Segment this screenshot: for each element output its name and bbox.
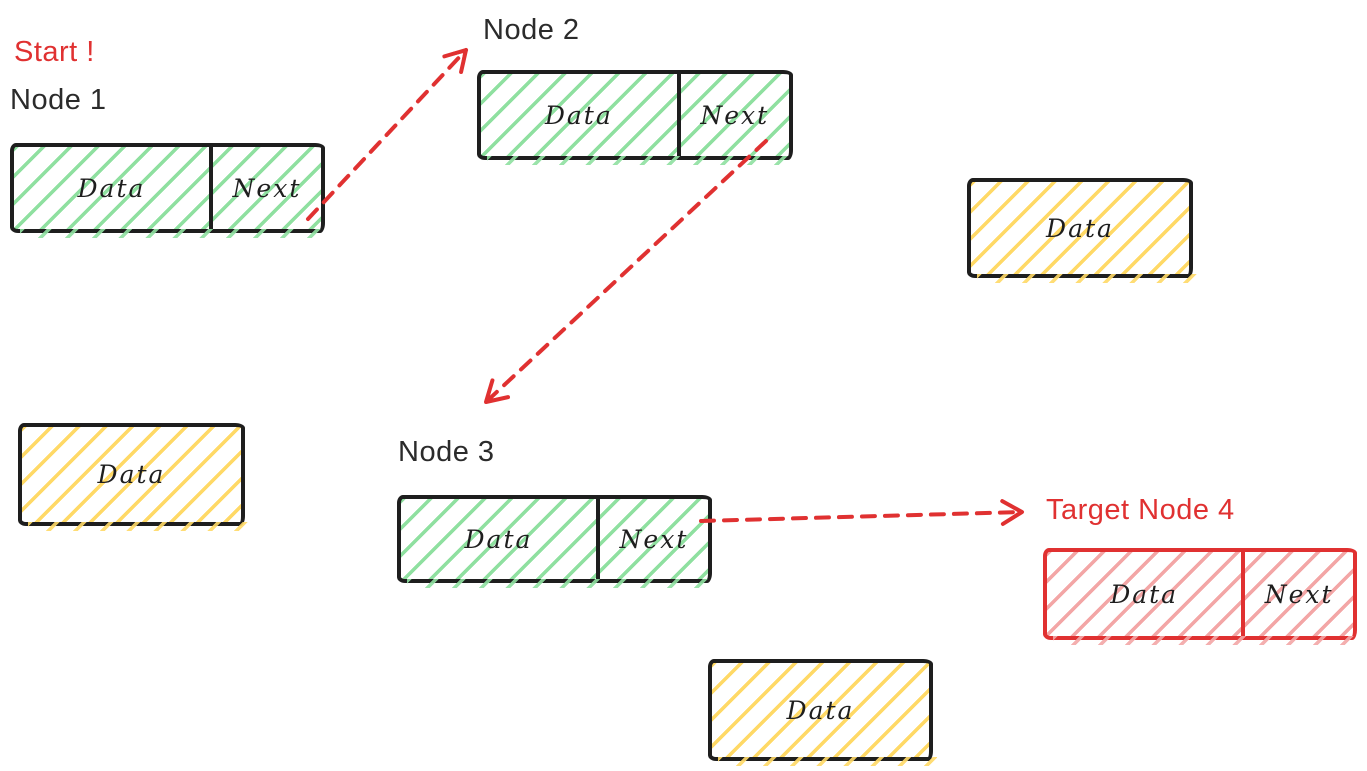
node-3-data-cell: Data (401, 499, 596, 579)
target-node-4-data-text: Data (1110, 579, 1179, 609)
orphan-left-data-cell: Data (22, 427, 241, 522)
orphan-bottom-data-cell: Data (712, 663, 929, 757)
node-1-data-text: Data (77, 173, 146, 203)
node-2-label: Node 2 (483, 14, 580, 46)
target-node-4-data-cell: Data (1047, 552, 1241, 636)
node-3-next-text: Next (619, 524, 689, 554)
node-2-data-cell: Data (481, 74, 677, 156)
orphan-left-data-text: Data (97, 460, 166, 489)
node-1-next-text: Next (232, 173, 302, 203)
orphan-top-right-data-cell: Data (971, 182, 1189, 274)
orphan-left-box: Data (18, 423, 249, 531)
orphan-bottom-data-text: Data (786, 695, 855, 725)
node-3-box: Data Next (397, 495, 716, 588)
orphan-top-right-data-text: Data (1046, 213, 1114, 243)
node-3-label: Node 3 (398, 436, 495, 468)
start-annotation: Start ! (14, 36, 95, 68)
node-3-next-cell: Next (595, 499, 708, 579)
node-2-next-cell: Next (676, 74, 789, 156)
node-1-next-cell: Next (208, 147, 321, 229)
node-2-data-text: Data (544, 100, 613, 130)
node-3-data-text: Data (464, 524, 533, 554)
orphan-top-right-box: Data (967, 178, 1197, 283)
node-1-data-cell: Data (14, 147, 209, 229)
orphan-bottom-box: Data (708, 659, 937, 766)
target-node-4-next-cell: Next (1241, 552, 1353, 636)
arrow-node1-to-node2 (306, 48, 468, 221)
node-1-box: Data Next (10, 143, 329, 238)
arrow-node3-to-target-node4 (699, 499, 1024, 526)
node-2-box: Data Next (477, 70, 797, 165)
node-2-next-text: Next (700, 100, 770, 130)
node-1-label: Node 1 (10, 84, 107, 116)
target-node-4-next-text: Next (1264, 579, 1334, 609)
target-node-4-box: Data Next (1043, 548, 1361, 645)
arrow-node2-to-node3 (484, 139, 768, 404)
target-node-4-label: Target Node 4 (1046, 494, 1235, 526)
